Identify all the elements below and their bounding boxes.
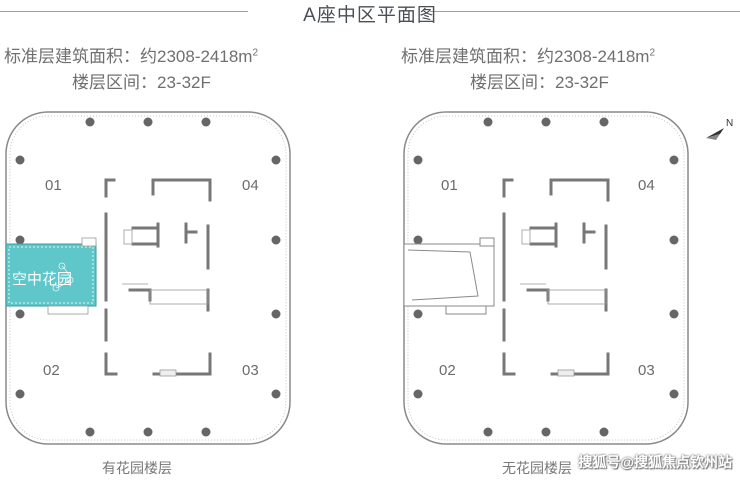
north-label: N bbox=[726, 118, 733, 129]
left-floor-range: 楼层区间：23-32F bbox=[72, 73, 211, 92]
title-divider-left bbox=[0, 11, 248, 12]
right-room-01: 01 bbox=[441, 177, 458, 194]
garden-void bbox=[403, 237, 495, 315]
right-floor-plan: 01 04 02 03 bbox=[402, 110, 690, 446]
right-floor-range: 楼层区间：23-32F bbox=[470, 73, 609, 92]
right-room-02: 02 bbox=[439, 362, 456, 379]
sky-garden-label: 空中花园 bbox=[12, 271, 73, 288]
left-room-04: 04 bbox=[242, 177, 259, 194]
right-area-label: 标准层建筑面积：约2308-2418m2 bbox=[401, 47, 656, 66]
north-arrow-icon: N bbox=[706, 118, 733, 140]
page-title: A座中区平面图 bbox=[303, 5, 437, 26]
left-room-01: 01 bbox=[45, 177, 62, 194]
title-divider-right bbox=[430, 11, 740, 12]
watermark: 搜狐号@搜狐焦点钦州站 bbox=[578, 454, 732, 470]
left-room-02: 02 bbox=[43, 362, 60, 379]
right-room-04: 04 bbox=[638, 177, 655, 194]
left-room-03: 03 bbox=[242, 362, 259, 379]
right-room-03: 03 bbox=[638, 362, 655, 379]
left-caption: 有花园楼层 bbox=[102, 460, 172, 476]
left-area-label: 标准层建筑面积：约2308-2418m2 bbox=[4, 47, 259, 66]
title-bar: A座中区平面图 bbox=[0, 0, 740, 28]
right-caption: 无花园楼层 bbox=[502, 460, 572, 476]
sky-garden bbox=[5, 237, 97, 315]
left-floor-plan: 01 04 02 03 bbox=[4, 110, 292, 446]
